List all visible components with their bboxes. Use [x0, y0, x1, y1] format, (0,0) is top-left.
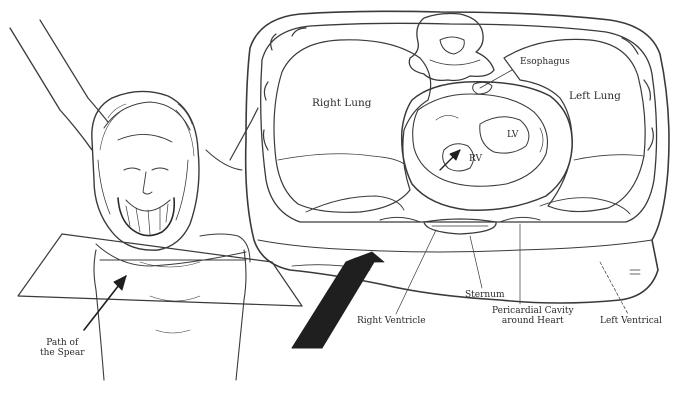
label-esophagus: Esophagus [520, 57, 570, 67]
label-right-lung: Right Lung [312, 97, 372, 109]
label-lv: LV [507, 130, 518, 140]
crucified-figure [10, 20, 302, 380]
label-left-ventrical: Left Ventrical [600, 316, 662, 326]
label-left-lung: Left Lung [569, 90, 621, 102]
label-right-ventricle: Right Ventricle [357, 316, 426, 326]
label-sternum: Sternum [465, 290, 505, 300]
spear [292, 252, 384, 348]
label-path-of-spear: Path of the Spear [40, 338, 85, 359]
label-pericardial-cavity: Pericardial Cavity around Heart [492, 306, 574, 327]
label-rv: RV [469, 154, 482, 164]
label-pericardial-line2: around Heart [492, 316, 574, 326]
label-pericardial-line1: Pericardial Cavity [492, 306, 574, 316]
label-spear-line1: Path of [40, 338, 85, 348]
label-spear-line2: the Spear [40, 348, 85, 358]
